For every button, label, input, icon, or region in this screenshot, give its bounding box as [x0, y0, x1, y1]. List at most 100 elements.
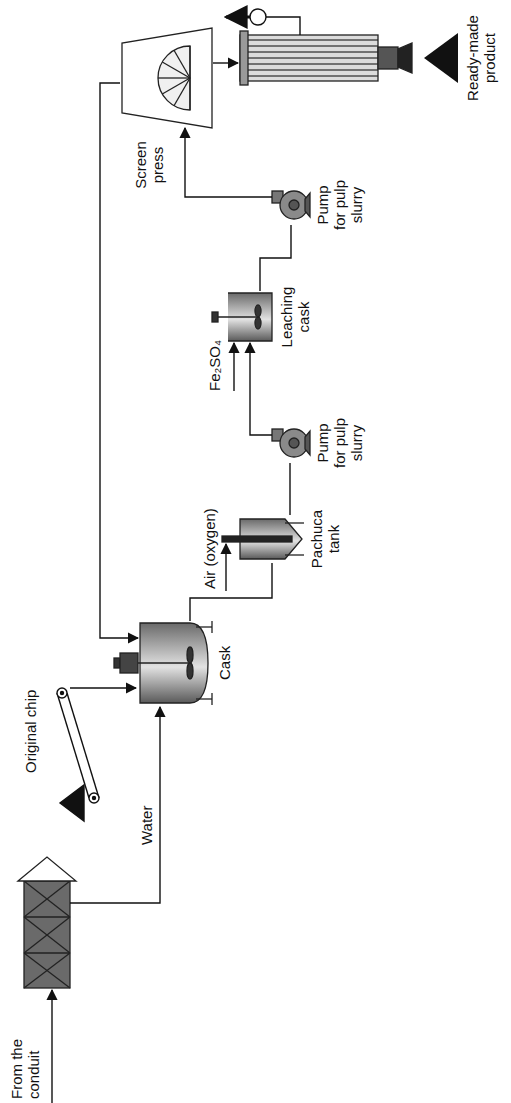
chip-conveyor — [93, 797, 96, 800]
cask-vessel — [114, 621, 212, 705]
chip-conveyor — [57, 688, 67, 698]
filtrate-line — [266, 17, 300, 35]
chip-conveyor — [60, 785, 84, 821]
centrifuge — [240, 31, 248, 85]
water-tower — [24, 917, 70, 953]
chip-conveyor — [57, 688, 136, 821]
slurry-pump: Pump for pulp slurry — [272, 185, 310, 225]
water-tower — [18, 857, 76, 988]
filtrate-line — [250, 9, 266, 25]
pachuca-tank — [222, 536, 292, 542]
filtrate-line — [226, 16, 250, 19]
leaching-cask: Leaching cask — [222, 291, 274, 343]
air-arrow — [225, 544, 226, 591]
flow-label: Air (oxygen) — [201, 508, 218, 589]
cask-vessel — [114, 658, 120, 668]
water-tower — [24, 917, 70, 953]
slurry-pump — [280, 191, 308, 219]
pachuca-tank — [285, 554, 304, 555]
cask-vessel — [138, 662, 188, 663]
conduit-arrow — [51, 990, 52, 1103]
cask-vessel — [120, 653, 138, 673]
equipment-label: Pump for pulp slurry — [314, 177, 365, 233]
leaching-cask — [212, 293, 272, 341]
cask-vessel — [187, 663, 193, 679]
screen-press — [122, 28, 212, 128]
water-tower — [24, 916, 70, 917]
pachuca-tank — [285, 522, 304, 523]
inlet-label: From the conduit — [8, 1019, 42, 1099]
leaching-cask — [255, 305, 261, 317]
equipment-label: Screen press — [132, 138, 166, 192]
screen-press — [158, 77, 190, 78]
slurry-pipe — [289, 463, 290, 515]
screen-press — [158, 46, 190, 110]
centrifuge — [240, 31, 412, 85]
slurry-pump — [280, 429, 308, 457]
cask-vessel — [211, 693, 212, 705]
air-arrow — [225, 544, 226, 591]
reagent-arrow — [233, 343, 234, 391]
slurry-pump — [272, 429, 310, 457]
water-tower — [24, 953, 70, 988]
product-pile — [424, 33, 458, 83]
screen-press — [189, 46, 190, 78]
flow-label: Water — [138, 806, 155, 845]
chip-conveyor — [70, 687, 136, 688]
leaching-cask — [255, 317, 261, 329]
feed-label: Original chip — [22, 690, 39, 773]
centrifuge — [378, 47, 398, 69]
product-pile — [424, 33, 458, 83]
filtrate-line — [226, 9, 300, 35]
slurry-pipe — [250, 343, 272, 435]
screen-press — [122, 28, 212, 128]
centrifuge — [240, 35, 378, 81]
cask-vessel — [196, 698, 212, 699]
chip-conveyor — [67, 693, 99, 798]
screen-press — [158, 46, 190, 110]
screen-press: Screen press — [120, 28, 215, 128]
cask-vessel — [211, 621, 212, 633]
water-tower — [18, 857, 76, 881]
water-tower — [24, 953, 70, 988]
screen-press — [174, 50, 190, 78]
equipment-label: Pachuca tank — [308, 507, 342, 571]
centrifuge — [398, 43, 412, 73]
conduit-arrow — [51, 990, 52, 1103]
reagent-label: Fe₂SO₄ — [206, 340, 223, 391]
cask-vessel — [187, 647, 193, 663]
water-tower — [24, 881, 70, 988]
cask-vessel — [196, 626, 212, 627]
equipment-label: Pump for pulp slurry — [314, 415, 365, 471]
equipment-label: Leaching cask — [278, 284, 312, 350]
water-tower — [24, 881, 70, 917]
slurry-pump — [305, 193, 310, 217]
reagent-arrow — [233, 343, 234, 391]
press-outlet-arrow — [213, 62, 238, 63]
slurry-pump: Pump for pulp slurry — [272, 423, 310, 463]
slurry-pump — [289, 200, 299, 210]
screen-press — [162, 78, 190, 94]
slurry-pipe — [260, 225, 291, 291]
chip-conveyor — [89, 793, 99, 803]
press-outlet-arrow — [213, 62, 238, 63]
chip-conveyor — [61, 692, 64, 695]
pachuca-tank — [222, 519, 304, 559]
product-pile: Ready-made product — [420, 13, 460, 103]
equipment-label: Cask — [216, 646, 233, 680]
leaching-cask — [218, 316, 256, 317]
water-tower — [24, 952, 70, 953]
cask-vessel: Cask — [138, 621, 212, 705]
chip-conveyor — [57, 693, 89, 798]
slurry-pump — [272, 191, 310, 219]
equipment-label: Ready-made product — [464, 11, 498, 105]
slurry-pump — [305, 431, 310, 455]
screen-press — [189, 78, 190, 110]
slurry-pipe — [185, 128, 272, 197]
leaching-cask — [212, 312, 218, 322]
slurry-pump — [289, 438, 299, 448]
water-tower — [24, 881, 70, 917]
